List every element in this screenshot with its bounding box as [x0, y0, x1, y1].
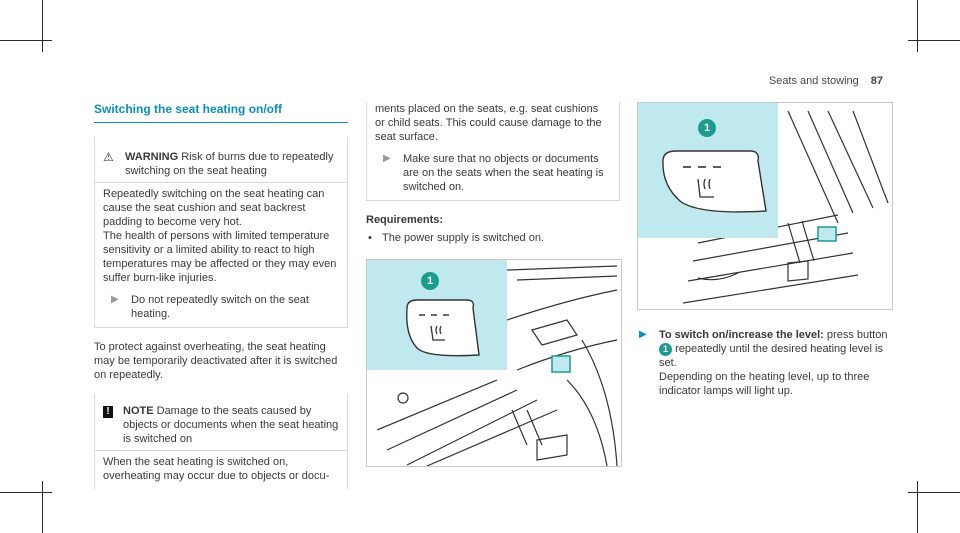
note-step: ▶ Make sure that no objects or documents…	[375, 152, 611, 194]
note-para-part2: ments placed on the seats, e.g. seat cus…	[375, 103, 602, 143]
running-header: Seats and stowing 87	[769, 74, 883, 88]
warning-para-1: Repeatedly switching on the seat heating…	[103, 188, 325, 228]
requirements-title: Requirements:	[366, 214, 444, 226]
column-left: Switching the seat heating on/off ⚠ WARN…	[94, 102, 348, 489]
requirement-text: The power supply is switched on.	[382, 232, 545, 244]
crop-mark	[908, 492, 960, 493]
crop-mark	[908, 40, 960, 41]
column-middle: ments placed on the seats, e.g. seat cus…	[366, 102, 622, 467]
callout-number-inline: 1	[659, 342, 672, 356]
warning-para-2: The health of persons with limited tempe…	[103, 230, 337, 284]
button-callout-panel: 1	[638, 103, 821, 239]
requirement-item: • The power supply is switched on.	[366, 231, 620, 245]
bullet-icon: •	[368, 232, 372, 244]
step-arrow-icon: ▶	[639, 329, 647, 340]
button-callout-panel: 1	[367, 260, 564, 371]
crop-mark	[42, 481, 43, 533]
running-title: Seats and stowing	[768, 75, 859, 87]
warning-step: ▶ Do not repeatedly switch on the seat h…	[103, 293, 339, 321]
warning-label: WARNING	[125, 151, 179, 163]
warning-triangle-icon: ⚠	[103, 150, 114, 164]
note-exclamation-icon: !	[103, 406, 113, 418]
crop-mark	[42, 0, 43, 52]
warning-step-text: Do not repeatedly switch on the seat hea…	[131, 294, 309, 320]
callout-number-badge: 1	[698, 119, 716, 137]
warning-headline: Risk of burns due to repeatedly switchin…	[125, 151, 334, 177]
crop-mark	[0, 40, 52, 41]
door-panel-illustration	[376, 265, 618, 466]
column-right: 1 ▶ To switch on/increase the level: pre…	[637, 102, 893, 398]
body-text: To protect against overheating, the seat…	[94, 341, 338, 381]
figure-seat-heating-door: 1	[366, 259, 622, 467]
instruction-text-after: repeatedly until the desired heating lev…	[659, 343, 883, 369]
step-arrow-icon: ▶	[111, 294, 119, 305]
instruction-action-label: To switch on/increase the level:	[659, 329, 824, 341]
note-step-text: Make sure that no objects or documents a…	[403, 153, 604, 193]
figure-seat-heating-closeup: 1	[637, 102, 893, 310]
instruction-text-2: Depending on the heating level, up to th…	[659, 371, 870, 397]
note-label: NOTE	[123, 405, 154, 417]
step-arrow-icon: ▶	[383, 153, 391, 164]
note-box-continued: ments placed on the seats, e.g. seat cus…	[366, 102, 620, 201]
seat-heating-button-illustration	[662, 150, 821, 239]
crop-mark	[0, 492, 52, 493]
instruction-step: ▶ To switch on/increase the level: press…	[637, 328, 891, 398]
callout-number-badge: 1	[421, 272, 439, 290]
warning-box: ⚠ WARNING Risk of burns due to repeatedl…	[94, 137, 348, 328]
instruction-text-before: press button	[826, 329, 888, 341]
note-headline: Damage to the seats caused by objects or…	[123, 405, 339, 445]
crop-mark	[917, 481, 918, 533]
crop-mark	[917, 0, 918, 52]
note-box: ! NOTE Damage to the seats caused by obj…	[94, 394, 348, 489]
note-para-part1: When the seat heating is switched on, ov…	[103, 456, 330, 482]
page-number: 87	[870, 75, 883, 87]
section-title: Switching the seat heating on/off	[94, 102, 348, 123]
